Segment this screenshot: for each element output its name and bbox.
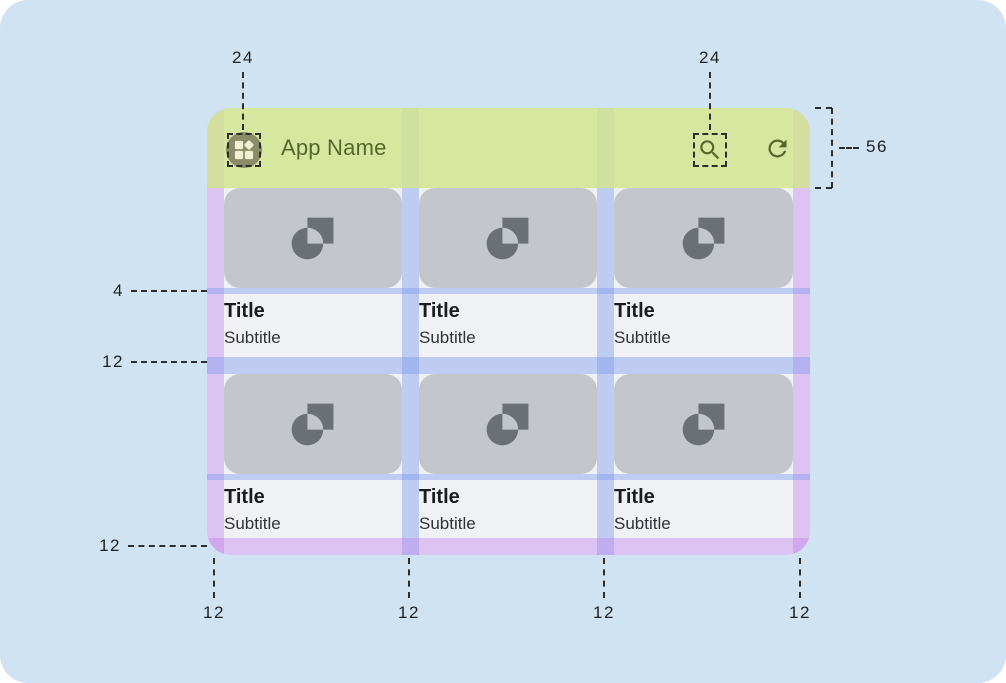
gap-overlay-image-text-row2 xyxy=(207,474,810,480)
measurement-tick xyxy=(815,187,832,189)
margin-overlay-right xyxy=(793,108,810,555)
measurement-label-row-gap: 12 xyxy=(102,352,124,371)
measurement-label-left-margin: 12 xyxy=(203,603,225,622)
measurement-line xyxy=(799,558,801,598)
measurement-label-image-text-gap: 4 xyxy=(113,281,124,300)
card[interactable]: Title Subtitle xyxy=(224,294,402,361)
card-title: Title xyxy=(224,300,265,322)
card-subtitle: Subtitle xyxy=(419,514,476,533)
gutter-overlay-1 xyxy=(402,108,419,555)
card[interactable]: Title Subtitle xyxy=(224,480,402,542)
measurement-label-bottom-margin: 12 xyxy=(99,536,121,555)
image-placeholder-icon xyxy=(486,217,529,260)
measurement-line xyxy=(408,558,410,598)
measurement-line xyxy=(213,558,215,598)
measurement-line xyxy=(128,545,207,547)
card-title: Title xyxy=(614,486,655,508)
card-title: Title xyxy=(419,300,460,322)
measurement-label-right-margin: 12 xyxy=(789,603,811,622)
card-image xyxy=(419,188,597,288)
measurement-label-gutter-2: 12 xyxy=(593,603,615,622)
card[interactable]: Title Subtitle xyxy=(614,294,793,361)
measurement-label-search-icon: 24 xyxy=(699,48,721,67)
top-app-bar: App Name xyxy=(207,108,810,188)
card-image xyxy=(419,374,597,474)
card-title: Title xyxy=(224,486,265,508)
measurement-label-leading-icon: 24 xyxy=(232,48,254,67)
measurement-label-gutter-1: 12 xyxy=(398,603,420,622)
app-mockup: Title Subtitle Title Subtitle Title Subt… xyxy=(207,108,810,555)
measure-box-leading-icon xyxy=(227,133,261,167)
measurement-line xyxy=(242,72,244,130)
gap-overlay-rows xyxy=(207,357,810,374)
margin-overlay-bottom xyxy=(207,538,810,555)
measurement-line xyxy=(131,290,207,292)
card-subtitle: Subtitle xyxy=(224,328,281,347)
card-title: Title xyxy=(419,486,460,508)
gutter-overlay-2 xyxy=(597,108,614,555)
card-image xyxy=(614,188,793,288)
card[interactable]: Title Subtitle xyxy=(419,480,597,542)
search-icon[interactable] xyxy=(697,137,723,163)
app-logo-icon[interactable] xyxy=(226,132,262,168)
measurement-tick xyxy=(815,107,832,109)
card[interactable]: Title Subtitle xyxy=(419,294,597,361)
image-placeholder-icon xyxy=(682,217,724,260)
app-title: App Name xyxy=(281,135,387,160)
card[interactable]: Title Subtitle xyxy=(614,480,793,542)
measurement-line xyxy=(831,108,833,188)
card-image xyxy=(224,374,402,474)
image-placeholder-icon xyxy=(291,403,334,446)
image-placeholder-icon xyxy=(291,217,334,260)
card-subtitle: Subtitle xyxy=(614,514,671,533)
card-subtitle: Subtitle xyxy=(419,328,476,347)
card-subtitle: Subtitle xyxy=(224,514,281,533)
card-subtitle: Subtitle xyxy=(614,328,671,347)
measurement-line xyxy=(709,72,711,130)
card-image xyxy=(224,188,402,288)
measurement-label-appbar-height: 56 xyxy=(866,137,888,156)
card-title: Title xyxy=(614,300,655,322)
measure-box-search-icon xyxy=(693,133,727,167)
measurement-line xyxy=(131,361,207,363)
measurement-line xyxy=(839,147,859,149)
card-image xyxy=(614,374,793,474)
measurement-line xyxy=(603,558,605,598)
gap-overlay-image-text-row1 xyxy=(207,288,810,294)
refresh-icon[interactable] xyxy=(764,135,791,162)
margin-overlay-left xyxy=(207,108,224,555)
image-placeholder-icon xyxy=(682,403,724,446)
image-placeholder-icon xyxy=(486,403,529,446)
